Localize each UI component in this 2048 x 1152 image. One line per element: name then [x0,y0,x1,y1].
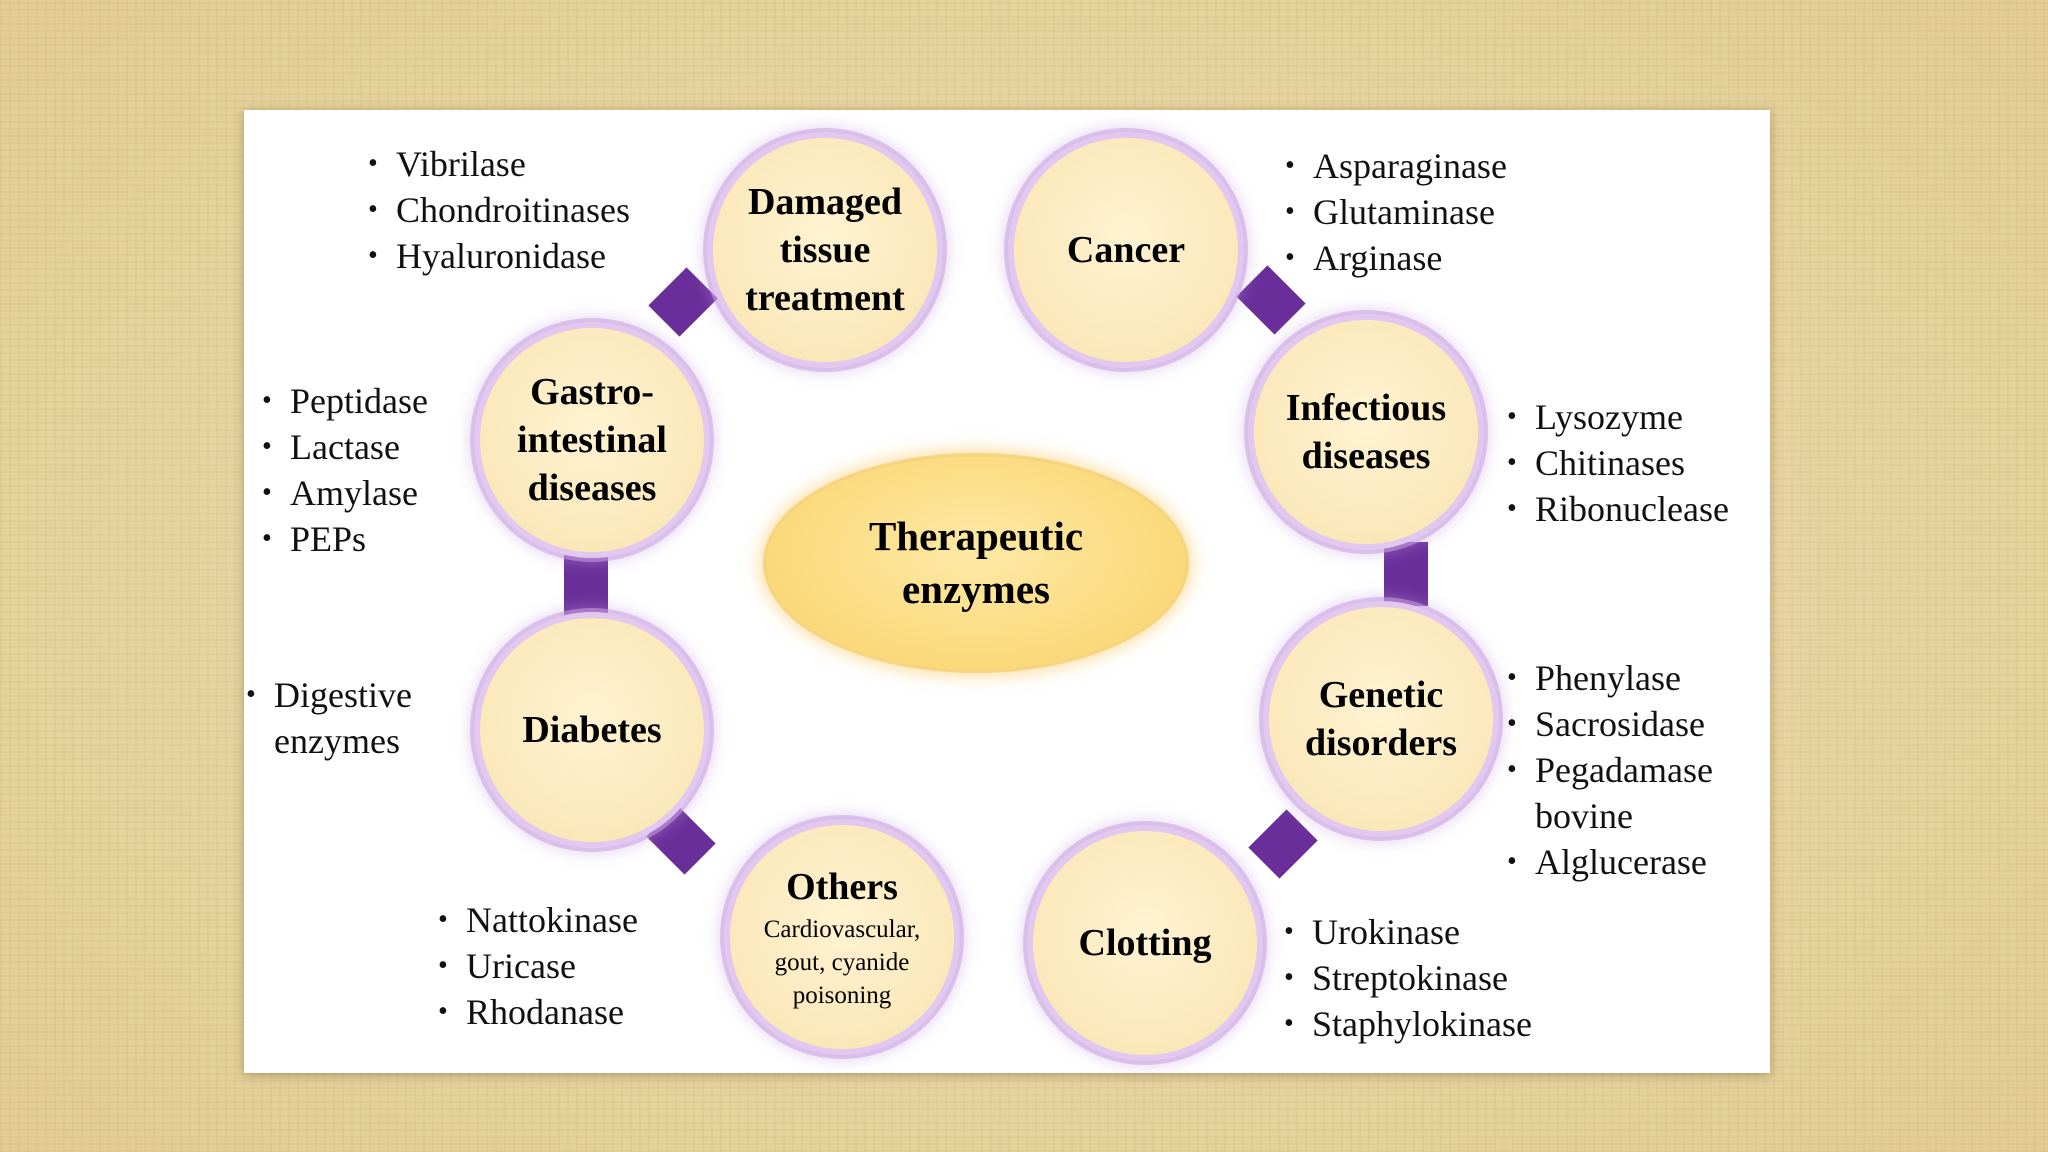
node-gastrointestinal-diseases: Gastro- intestinal diseases [480,328,704,552]
node-title: Damaged tissue treatment [745,181,905,319]
list-item: Amylase [262,470,428,516]
node-title: Gastro- intestinal diseases [517,371,667,509]
list-item: Arginase [1285,235,1507,281]
enzyme-list-clotting: Urokinase Streptokinase Staphylokinase [1284,909,1532,1047]
diagram-card: Therapeutic enzymes Damaged tissue treat… [244,110,1770,1073]
list-item: Rhodanase [438,989,638,1035]
node-genetic-disorders: Genetic disorders [1269,607,1493,831]
list-item: Nattokinase [438,897,638,943]
node-title: Diabetes [522,709,662,751]
connector-genetic-clotting [1248,809,1318,879]
list-item: Peptidase [262,378,428,424]
list-item: Streptokinase [1284,955,1532,1001]
center-node: Therapeutic enzymes [767,457,1185,669]
enzyme-list-others: Nattokinase Uricase Rhodanase [438,897,638,1035]
node-clotting: Clotting [1033,831,1257,1055]
list-item: PEPs [262,516,428,562]
center-title: Therapeutic enzymes [868,513,1084,612]
list-item: Staphylokinase [1284,1001,1532,1047]
enzyme-list-diabetes: Digestive enzymes [246,672,412,764]
connector-gastro-diabetes [564,555,608,619]
list-item: Chitinases [1507,440,1729,486]
node-title: Others [786,865,898,908]
enzyme-list-damaged-tissue: Vibrilase Chondroitinases Hyaluronidase [368,141,630,279]
list-item: Uricase [438,943,638,989]
list-item: Asparaginase [1285,143,1507,189]
list-item: Sacrosidase [1507,701,1713,747]
node-title: Genetic disorders [1305,674,1457,764]
node-title: Infectious diseases [1285,387,1447,477]
node-others: Others Cardiovascular, gout, cyanide poi… [730,825,954,1049]
node-diabetes: Diabetes [480,618,704,842]
list-item: Glutaminase [1285,189,1507,235]
list-item: Hyaluronidase [368,233,630,279]
list-item: Chondroitinases [368,187,630,233]
list-item: Lysozyme [1507,394,1729,440]
enzyme-list-infectious-diseases: Lysozyme Chitinases Ribonuclease [1507,394,1729,532]
list-item: Digestive enzymes [246,672,412,764]
connector-infectious-genetic [1384,542,1428,606]
node-title: Cancer [1066,229,1186,271]
list-item: Pegadamase bovine [1507,747,1713,839]
node-subtitle: Cardiovascular, gout, cyanide poisoning [763,915,921,1009]
node-infectious-diseases: Infectious diseases [1254,320,1478,544]
node-cancer: Cancer [1014,138,1238,362]
enzyme-list-cancer: Asparaginase Glutaminase Arginase [1285,143,1507,281]
list-item: Alglucerase [1507,839,1713,885]
node-damaged-tissue: Damaged tissue treatment [713,138,937,362]
list-item: Phenylase [1507,655,1713,701]
list-item: Urokinase [1284,909,1532,955]
enzyme-list-gastrointestinal: Peptidase Lactase Amylase PEPs [262,378,428,562]
list-item: Vibrilase [368,141,630,187]
enzyme-list-genetic-disorders: Phenylase Sacrosidase Pegadamase bovine … [1507,655,1713,885]
list-item: Ribonuclease [1507,486,1729,532]
list-item: Lactase [262,424,428,470]
node-title: Clotting [1078,922,1212,964]
connector-gastro-damaged [648,267,718,337]
